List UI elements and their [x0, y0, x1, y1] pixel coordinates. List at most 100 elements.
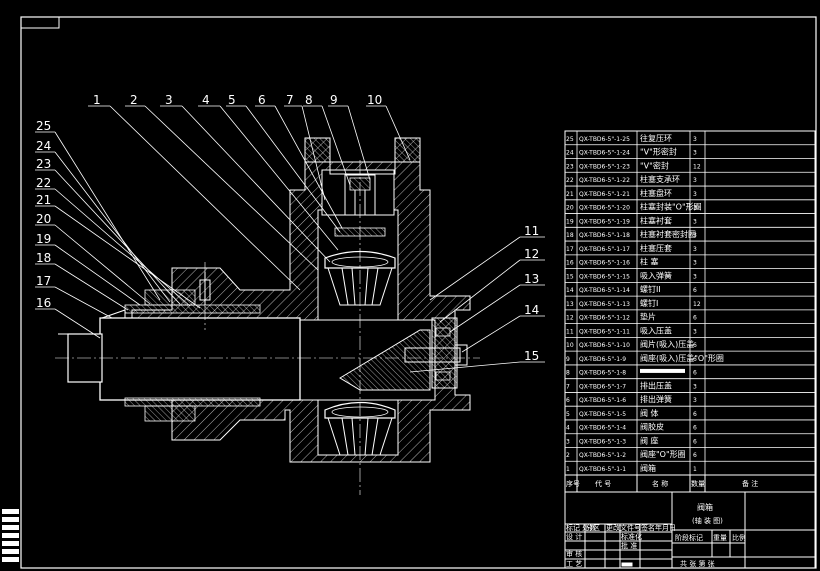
part-name: 阀箱 [640, 463, 656, 473]
callout-5: 5 [228, 93, 236, 107]
part-no: 20 [566, 205, 574, 212]
part-code: QX-TBD6-5"-1-7 [579, 383, 626, 390]
part-name: 往复压环 [640, 133, 672, 143]
part-no: 13 [566, 301, 574, 308]
tb-review: 审 核 [566, 549, 582, 558]
corner-box [20, 16, 60, 29]
part-no: 2 [566, 452, 570, 459]
part-no: 9 [566, 356, 570, 363]
part-name: 吸入弹簧 [640, 270, 672, 280]
plunger [99, 317, 301, 401]
part-no: 10 [566, 342, 574, 349]
part-qty: 6 [693, 342, 697, 349]
part-name: 柱塞封装"O"形圈 [640, 202, 702, 212]
header-name: 名 称 [652, 479, 668, 488]
part-code: QX-TBD6-5"-1-18 [579, 232, 630, 239]
callout-25: 25 [36, 119, 51, 133]
tb-approve: 批 准 [621, 541, 637, 550]
callout-9: 9 [330, 93, 338, 107]
part-name: "V"形密封 [640, 147, 677, 157]
part-name: 阀座"O"形圈 [640, 449, 686, 459]
callouts-right: 11 12 13 14 15 [524, 224, 539, 363]
tb-sheets: 共 张 第 张 [680, 559, 715, 568]
part-qty: 3 [693, 273, 697, 280]
part-code: QX-TBD6-5"-1-24 [579, 150, 630, 157]
part-code: QX-TBD6-5"-1-25 [579, 136, 630, 143]
part-code: QX-TBD6-5"-1-17 [579, 246, 630, 253]
part-code: QX-TBD6-5"-1-4 [579, 425, 626, 432]
part-code: QX-TBD6-5"-1-19 [579, 218, 630, 225]
part-qty: 3 [693, 246, 697, 253]
part-qty: 3 [693, 397, 697, 404]
leader-lines [35, 105, 545, 373]
margin-blocks [2, 509, 19, 562]
part-qty: 6 [693, 356, 697, 363]
part-no: 23 [566, 163, 574, 170]
part-code: QX-TBD6-5"-1-1 [579, 466, 626, 473]
part-no: 11 [566, 328, 574, 335]
part-qty: 3 [693, 177, 697, 184]
part-qty: 6 [693, 287, 697, 294]
part-qty: 6 [693, 425, 697, 432]
part-code: QX-TBD6-5"-1-20 [579, 205, 630, 212]
part-name: 垫片 [640, 312, 656, 322]
callout-16: 16 [36, 296, 51, 310]
part-qty: 3 [693, 218, 697, 225]
callouts-top: 1 2 3 4 5 6 7 8 9 10 [93, 93, 382, 107]
part-qty: 3 [693, 205, 697, 212]
part-no: 14 [566, 287, 574, 294]
tb-scale: 比例 [732, 533, 746, 542]
callout-14: 14 [524, 303, 539, 317]
callout-23: 23 [36, 157, 51, 171]
part-name: 柱塞支承环 [640, 174, 680, 184]
tb-standardization: 标准化 [621, 532, 642, 541]
tb-sign: 签名 [641, 523, 655, 532]
part-code: QX-TBD6-5"-1-2 [579, 452, 626, 459]
valve-box-assembly [55, 137, 480, 495]
part-qty: 1 [693, 466, 697, 473]
part-qty: 3 [693, 328, 697, 335]
part-qty: 6 [693, 452, 697, 459]
part-qty: 6 [693, 315, 697, 322]
callout-13: 13 [524, 272, 539, 286]
part-no: 15 [566, 273, 574, 280]
header-no: 序号 [566, 479, 580, 488]
callouts-left: 25 24 23 22 21 20 19 18 17 16 [36, 119, 51, 310]
part-name: 阀胶皮 [640, 422, 664, 432]
part-no: 17 [566, 246, 574, 253]
part-code: QX-TBD6-5"-1-16 [579, 260, 630, 267]
part-name: 阀片(吸入)压盖 [640, 339, 694, 349]
part-no: 22 [566, 177, 574, 184]
callout-22: 22 [36, 176, 51, 190]
callout-8: 8 [305, 93, 313, 107]
header-remark: 备 注 [742, 479, 758, 488]
part-qty: 6 [693, 438, 697, 445]
tb-process: 工 艺 [566, 560, 582, 568]
part-code: QX-TBD6-5"-1-5 [579, 411, 626, 418]
tb-stage: 阶段标记 [675, 533, 703, 542]
part-no: 1 [566, 466, 570, 473]
part-no: 5 [566, 411, 570, 418]
part-no: 6 [566, 397, 570, 404]
drawing-title: 阀箱 [697, 502, 713, 512]
part-name: 排出弹簧 [640, 394, 672, 404]
part-code: QX-TBD6-5"-1-23 [579, 163, 630, 170]
part-name: 阀 体 [640, 408, 659, 418]
part-qty: 3 [693, 260, 697, 267]
part-qty: 3 [693, 136, 697, 143]
callout-21: 21 [36, 193, 51, 207]
part-8-name-bar [640, 368, 685, 373]
part-code: QX-TBD6-5"-1-6 [579, 397, 626, 404]
callout-7: 7 [286, 93, 294, 107]
callout-18: 18 [36, 251, 51, 265]
part-qty: 6 [693, 370, 697, 377]
part-code: QX-TBD6-5"-1-13 [579, 301, 630, 308]
tb-date: 年月日 [655, 523, 676, 532]
part-no: 24 [566, 150, 574, 157]
callout-17: 17 [36, 274, 51, 288]
tb-design: 设 计 [566, 532, 582, 541]
part-code: QX-TBD6-5"-1-10 [579, 342, 630, 349]
part-name: 吸入压盖 [640, 325, 672, 335]
part-no: 12 [566, 315, 574, 322]
callout-19: 19 [36, 232, 51, 246]
